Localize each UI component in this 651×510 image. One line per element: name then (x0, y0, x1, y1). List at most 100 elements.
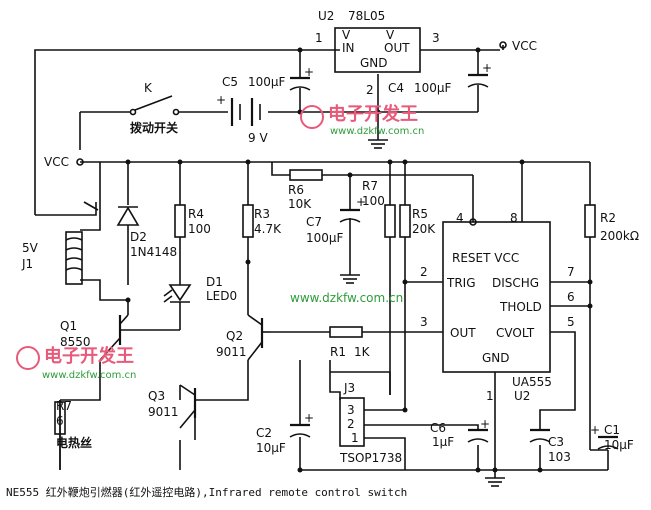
ne555-gnd: GND (482, 351, 510, 365)
ground-symbol-c7 (340, 274, 360, 284)
r5-ref: R5 (412, 207, 428, 221)
battery-voltage: 9 V (248, 131, 268, 145)
relay-ref: J1 (21, 257, 33, 271)
resistor-r3: R3 4.7K (242, 204, 282, 238)
url-watermark-left: www.dzkfw.com.cn (42, 370, 136, 381)
ne555-pin2: 2 (420, 265, 428, 279)
watermark-center: www.dzkfw.com.cn (290, 291, 403, 305)
junction-dots (125, 47, 593, 473)
r3-value: 4.7K (254, 222, 282, 236)
resistor-r6: R6 10K (288, 169, 323, 211)
battery-9v: + 9 V (216, 93, 268, 145)
r3-ref: R3 (254, 207, 270, 221)
r7-top-ref: R7 (362, 179, 378, 193)
c2-ref: C2 (256, 426, 272, 440)
q1-part: 8550 (60, 335, 91, 349)
resistor-r1: R1 1K (329, 326, 371, 359)
capacitor-c6: + C6 1µF (430, 417, 490, 449)
r2-ref: R2 (600, 211, 616, 225)
r7-heater-ref: R7 (56, 399, 72, 413)
capacitor-c4: + C4 100µF (388, 61, 492, 95)
resistor-r2: R2 200kΩ (584, 204, 639, 243)
url-watermark-center: www.dzkfw.com.cn (290, 291, 403, 305)
brand-logo-icon-left (16, 346, 40, 370)
ne555-pin6: 6 (567, 290, 575, 304)
ne555-part: UA555 (512, 375, 552, 389)
c1-ref: C1 (604, 423, 620, 437)
svg-text:+: + (482, 61, 492, 75)
wires (34, 41, 609, 478)
r1-value: 1K (354, 345, 371, 359)
r7-heater-value: 6 (56, 414, 64, 428)
c6-value: 1µF (432, 435, 454, 449)
ground-symbol-regulator (368, 139, 388, 149)
regulator-part: 78L05 (348, 9, 385, 23)
vcc-label-top: VCC (512, 39, 537, 53)
transistor-q1: Q1 8550 (60, 314, 150, 361)
ne555-cvolt: CVOLT (496, 326, 535, 340)
ne555-out: OUT (450, 326, 476, 340)
resistor-r7-top: R7 100 (362, 179, 396, 238)
r5-value: 20K (412, 222, 436, 236)
c3-ref: C3 (548, 435, 564, 449)
url-watermark-top: www.dzkfw.com.cn (330, 126, 424, 137)
svg-text:+: + (304, 65, 314, 79)
r7-heater-label: 电热丝 (56, 435, 92, 450)
r1-ref: R1 (330, 345, 346, 359)
ne555-pin8: 8 (510, 211, 518, 225)
svg-text:+: + (480, 417, 490, 431)
ne555-trig: TRIG (446, 276, 476, 290)
vcc-terminal-left (76, 158, 84, 166)
j3-pin2: 2 (347, 417, 355, 431)
diode-d2: D2 1N4148 (116, 206, 177, 259)
watermark-top-right: 电子开发王 www.dzkfw.com.cn (300, 103, 424, 137)
relay-voltage: 5V (22, 241, 39, 255)
vcc-label-left: VCC (44, 155, 69, 169)
svg-text:+: + (356, 195, 366, 209)
c5-value: 100µF (248, 75, 286, 89)
c4-ref: C4 (388, 81, 404, 95)
toggle-switch-k: K 拨动开关 (129, 81, 180, 135)
switch-label: 拨动开关 (130, 120, 178, 135)
regulator-v-in: V (342, 28, 351, 42)
svg-text:+: + (590, 423, 600, 437)
ne555-timer: RESET VCC TRIG DISCHG THOLD OUT CVOLT GN… (420, 211, 575, 403)
q2-part: 9011 (216, 345, 247, 359)
d2-ref: D2 (130, 230, 147, 244)
regulator-pin1: 1 (315, 31, 323, 45)
regulator-ref: U2 (318, 9, 334, 23)
ne555-thold: THOLD (499, 300, 542, 314)
r4-ref: R4 (188, 207, 204, 221)
j3-part: TSOP1738 (339, 451, 402, 465)
brand-watermark-left: 电子开发王 (44, 345, 134, 367)
c1-value: 10µF (604, 438, 634, 452)
svg-text:+: + (304, 411, 314, 425)
ne555-reset-vcc: RESET VCC (452, 251, 519, 265)
q3-ref: Q3 (148, 389, 165, 403)
ground-symbol-bottom (485, 477, 505, 487)
ne555-pin7: 7 (567, 265, 575, 279)
ne555-ref: U2 (514, 389, 530, 403)
switch-ref: K (144, 81, 153, 95)
ne555-dischg: DISCHG (492, 276, 539, 290)
j3-pin1: 1 (351, 431, 359, 445)
regulator-v-out: V (386, 28, 395, 42)
c7-value: 100µF (306, 231, 344, 245)
ir-receiver-j3: J3 3 2 1 TSOP1738 (339, 381, 402, 465)
figure-caption: NE555 红外鞭炮引燃器(红外遥控电路),Infrared remote co… (6, 485, 407, 499)
c7-ref: C7 (306, 215, 322, 229)
ne555-pin3: 3 (420, 315, 428, 329)
capacitor-c7: + C7 100µF (306, 195, 366, 245)
r7-top-value: 100 (362, 194, 385, 208)
c4-value: 100µF (414, 81, 452, 95)
capacitor-c2: + C2 10µF (256, 411, 314, 455)
q2-ref: Q2 (226, 329, 243, 343)
transistor-q3: Q3 9011 (148, 384, 215, 429)
r2-value: 200kΩ (600, 229, 639, 243)
brand-logo-icon (300, 105, 324, 129)
resistor-r5: R5 20K (399, 204, 436, 238)
d1-ref: D1 (206, 275, 223, 289)
resistor-r4: R4 100 (174, 204, 211, 238)
c2-value: 10µF (256, 441, 286, 455)
